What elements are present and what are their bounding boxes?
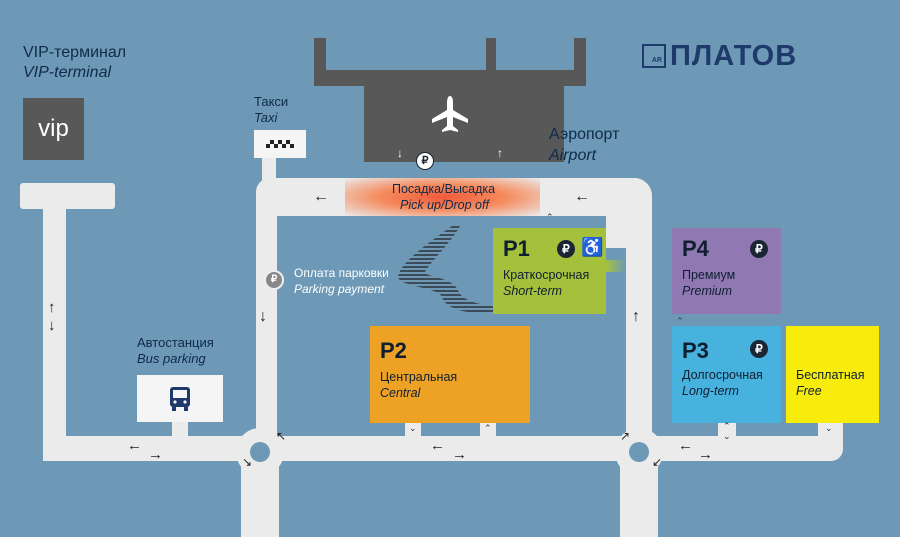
payment-label-en: Parking payment [294, 282, 385, 296]
arrow-diag-icon: ↘ [242, 455, 253, 469]
bus-label-ru: Автостанция [137, 335, 214, 350]
arrow-left-icon: ← [127, 437, 142, 454]
lot-p4[interactable]: P4 ₽ Премиум Premium [672, 228, 781, 314]
airport-label-en: Airport [549, 147, 597, 164]
ruble-icon: ₽ [416, 152, 434, 170]
lot-p4-en: Premium [682, 284, 733, 298]
logo-box: AR [642, 44, 666, 68]
lot-p1-en: Short-term [503, 284, 563, 298]
arrow-diag-icon: ↗ [620, 429, 631, 443]
lot-p1-ru: Краткосрочная [503, 268, 590, 282]
arrow-right-icon: → [452, 446, 467, 463]
lot-p4-code: P4 [682, 236, 709, 261]
road-right-vertical [626, 178, 652, 458]
road-taxi-stub [262, 158, 276, 182]
roundabout-left-center [250, 442, 270, 462]
chevron-icon: ⌄ [825, 423, 833, 433]
vip-label-ru: VIP-терминал [23, 44, 127, 61]
bus-label-en: Bus parking [137, 351, 206, 366]
lot-free-en: Free [796, 384, 822, 398]
vip-label-en: VIP-terminal [23, 64, 112, 81]
road-p2-connector-1 [405, 420, 421, 440]
lot-p4-ru: Премиум [682, 268, 736, 282]
bus-icon [170, 387, 190, 411]
bus-sign [137, 375, 223, 422]
road-p2-connector-2 [480, 420, 496, 440]
chevron-icon: ⌃ [723, 421, 731, 431]
arrow-left-icon: ← [678, 437, 693, 454]
arrow-diag-icon: ↙ [652, 455, 663, 469]
road-left-vertical [256, 178, 277, 478]
lot-p2-code: P2 [380, 338, 407, 363]
arrow-up-icon: ↑ [497, 146, 503, 160]
taxi-label-en: Taxi [254, 110, 278, 125]
chevron-icon: ⌃ [484, 423, 492, 433]
lot-free-ru: Бесплатная [796, 368, 865, 382]
pickup-label-en: Pick up/Drop off [400, 198, 489, 212]
airport-label-ru: Аэропорт [549, 126, 620, 143]
arrow-right-icon: → [698, 446, 713, 463]
lot-p1-side-glow [606, 260, 626, 272]
lot-p1[interactable]: P1 ₽ ♿ Краткосрочная Short-term [493, 228, 606, 314]
wheelchair-icon: ♿ [581, 237, 604, 257]
arrow-down-icon: ↓ [397, 146, 403, 160]
road-p3-connector [718, 420, 736, 440]
lot-p2-en: Central [380, 386, 421, 400]
ruble-icon: ₽ [750, 240, 768, 258]
road-vip-vertical [43, 183, 66, 461]
chevron-icon: ⌃ [676, 316, 684, 326]
arrow-left-icon: ← [430, 437, 445, 454]
payment-label-ru: Оплата парковки [294, 266, 389, 280]
logo-name: ПЛАТОВ [670, 40, 798, 72]
taxi-icon [266, 140, 294, 148]
road-inner-vertical [606, 216, 626, 248]
decorative-ribbon [398, 226, 495, 314]
arrow-up-icon: ↑ [632, 308, 640, 325]
lot-p3-en: Long-term [682, 384, 739, 398]
lot-free[interactable]: Бесплатная Free [786, 326, 879, 423]
chevron-icon: ⌄ [723, 431, 731, 441]
taxi-label-ru: Такси [254, 94, 289, 109]
lot-p3[interactable]: P3 ₽ Долгосрочная Long-term [672, 326, 781, 423]
lot-p3-ru: Долгосрочная [682, 368, 763, 382]
vip-badge: vip [23, 98, 84, 160]
arrow-left-icon: ← [574, 188, 590, 205]
arrow-down-icon: ↓ [48, 317, 56, 334]
chevron-icon: ⌃ [546, 212, 554, 222]
taxi-sign [254, 130, 306, 158]
pickup-label-ru: Посадка/Высадка [392, 182, 496, 196]
airplane-icon [432, 96, 468, 132]
arrow-diag-icon: ↖ [276, 429, 287, 443]
lot-p1-code: P1 [503, 236, 530, 261]
pickup-zone [345, 178, 540, 216]
chevron-icon: ⌄ [409, 423, 417, 433]
arrow-right-icon: → [148, 446, 163, 463]
road-free-connector [818, 420, 843, 450]
arrow-left-icon: ← [313, 188, 329, 205]
arrow-up-icon: ↑ [48, 299, 56, 316]
roundabout-right-center [629, 442, 649, 462]
road-vip-top [20, 183, 115, 209]
ruble-icon: ₽ [750, 340, 768, 358]
lot-p3-code: P3 [682, 338, 709, 363]
parking-payment-icon: ₽ [264, 270, 284, 290]
arrow-down-icon: ↓ [259, 308, 267, 325]
ruble-icon: ₽ [557, 240, 575, 258]
road-bus-stub [172, 422, 188, 442]
lot-p2[interactable]: P2 Центральная Central [370, 326, 530, 423]
lot-p2-ru: Центральная [380, 370, 458, 384]
